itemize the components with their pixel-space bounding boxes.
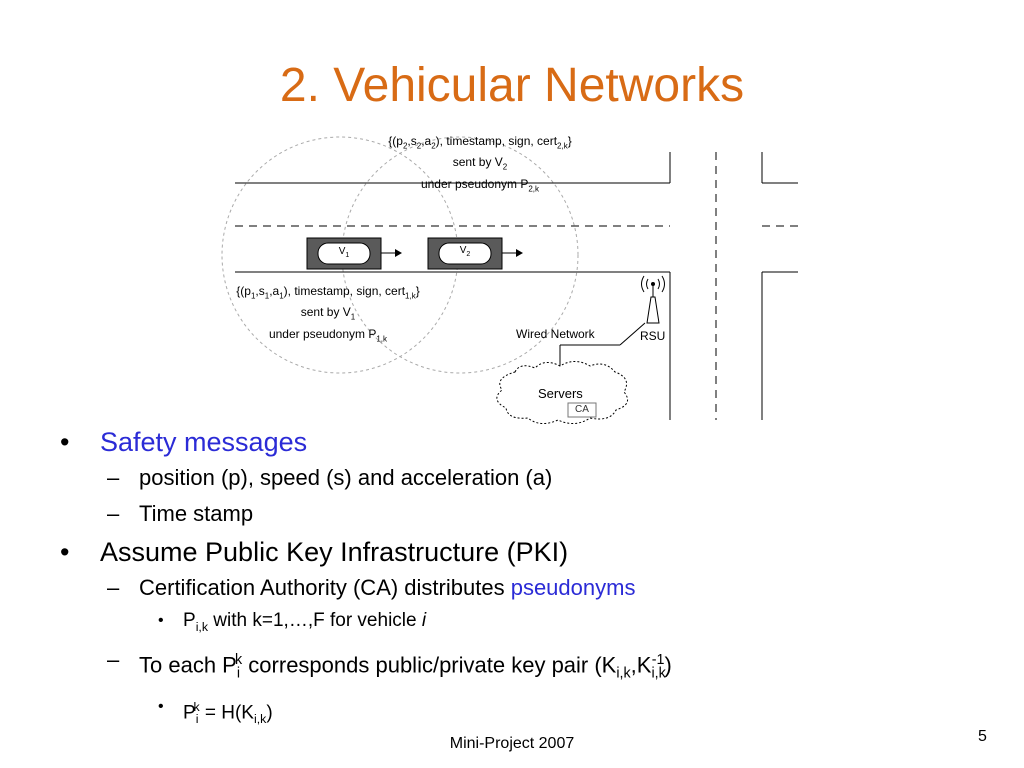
vehicle-v1-label: V1 <box>338 246 350 259</box>
bullet-safety-messages: • Safety messages <box>60 427 308 457</box>
bullet-pki: • Assume Public Key Infrastructure (PKI) <box>60 537 569 567</box>
wired-network-label: Wired Network <box>516 327 595 341</box>
bullet-hash: • Pik = H(Ki,k) <box>158 697 273 726</box>
bullet-key-pair: – To each Pik corresponds public/private… <box>107 646 672 682</box>
footer-text: Mini-Project 2007 <box>449 735 575 752</box>
page-number: 5 <box>978 728 987 745</box>
bullet-position: – position (p), speed (s) and accelerati… <box>107 465 553 490</box>
msg1-label: {(p1,s1,a1), timestamp, sign, cert1,k} s… <box>236 284 420 344</box>
ca-label: CA <box>575 404 589 415</box>
bullet-pseudonym-pik: • Pi,k with k=1,…,F for vehicle i <box>158 610 427 634</box>
rsu-label: RSU <box>640 329 666 343</box>
bullet-list: • Safety messages – position (p), speed … <box>60 424 1000 734</box>
servers-label: Servers <box>538 386 583 401</box>
rsu-antenna-icon <box>646 296 660 324</box>
msg2-label: {(p2,s2,a2), timestamp, sign, cert2,k} s… <box>388 134 572 194</box>
ca-box <box>567 402 597 418</box>
bullet-timestamp: – Time stamp <box>107 501 254 526</box>
bullet-ca-distributes: – Certification Authority (CA) distribut… <box>107 575 636 600</box>
vehicle-v2-label: V2 <box>459 245 471 258</box>
slide-title: 2. Vehicular Networks <box>279 59 745 112</box>
v2-range-circle <box>341 136 579 374</box>
vehicular-network-diagram <box>221 136 798 424</box>
